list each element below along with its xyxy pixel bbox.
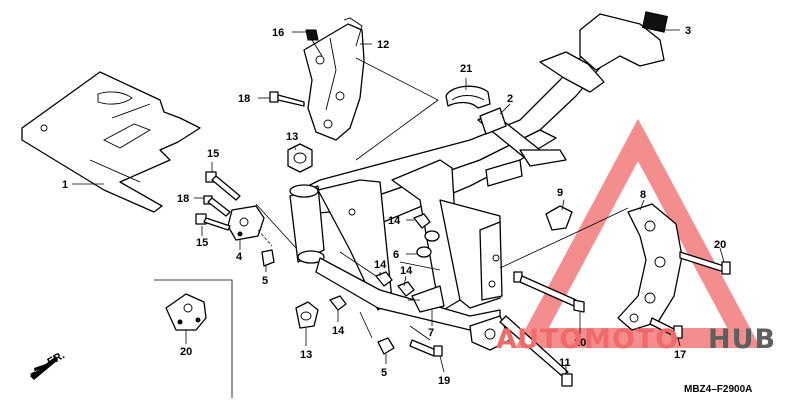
- bolt-19: [679, 251, 731, 275]
- watermark-triangle: [515, 118, 761, 348]
- callout-14-c: 14: [400, 265, 413, 277]
- watermark-hub: HUB: [708, 324, 776, 355]
- callout-6: 6: [393, 249, 399, 261]
- callout-10: 9: [557, 187, 563, 199]
- callout-11: 10: [574, 337, 586, 349]
- bolt-18-lower: [409, 339, 443, 357]
- watermark-text: AUTO MOTO HUB: [496, 324, 776, 355]
- clamp-21: [445, 85, 491, 109]
- bolt-15-upper: [205, 171, 241, 201]
- callout-7: 7: [428, 327, 434, 339]
- callout-8: 12: [377, 39, 389, 51]
- callout-14-b: 14: [374, 259, 387, 271]
- inset-box-border: [154, 279, 233, 398]
- callout-5-left: 5: [262, 275, 268, 287]
- assembly-dashes: [255, 57, 629, 341]
- nut-5-lower: [377, 337, 395, 355]
- nut-5-left: [261, 249, 275, 267]
- watermark-moto: MOTO: [584, 324, 679, 355]
- callout-13-upper: 13: [286, 131, 298, 143]
- callout-17: 18: [238, 93, 250, 105]
- bolt-17: [269, 91, 305, 107]
- callout-leaders: [72, 29, 725, 374]
- nut-14-c: [397, 281, 415, 297]
- callout-13-lower: 13: [300, 349, 312, 361]
- bracket-4: [227, 205, 265, 241]
- callout-16-top: 16: [272, 27, 284, 39]
- callout-5-lower: 5: [381, 367, 387, 379]
- bolt-18-left: [203, 195, 231, 217]
- direction-label: FR.: [46, 349, 67, 368]
- callout-18-lower: 19: [438, 375, 450, 387]
- nut-14-d: [413, 213, 431, 229]
- bolt-15-lower: [195, 213, 231, 231]
- bracket-20: [165, 293, 207, 331]
- bracket-9: [617, 203, 683, 331]
- callout-14-a: 14: [388, 215, 401, 227]
- callout-1: 1: [62, 179, 68, 191]
- callout-20: 20: [180, 346, 192, 358]
- callout-14-d: 14: [332, 325, 345, 337]
- bolt-12: [499, 315, 573, 387]
- part-1-undercover: [21, 71, 201, 213]
- bush-13-upper: [287, 143, 313, 173]
- nut-14-b: [329, 295, 347, 311]
- front-direction-arrow: FR.: [30, 349, 67, 380]
- callout-9: 8: [640, 189, 646, 201]
- callout-2: 2: [507, 93, 513, 105]
- bolt-11: [513, 271, 585, 313]
- collar-6: [416, 230, 440, 258]
- callout-labels: 16 12 3 21 18 2 13 15 1 18 15 4 5 14 6 1…: [62, 25, 726, 387]
- callout-19: 20: [714, 239, 726, 251]
- callout-16-lower: 17: [674, 349, 686, 361]
- callout-15-lower: 15: [196, 237, 208, 249]
- callout-4: 4: [236, 251, 243, 263]
- clamp-10: [545, 205, 573, 231]
- part-8-bracket: [303, 17, 365, 141]
- callout-3: 3: [685, 25, 691, 37]
- callout-21: 21: [460, 63, 472, 75]
- bush-13-lower: [295, 301, 319, 329]
- diagram-code: MBZ4–F2900A: [684, 384, 752, 395]
- callout-12: 11: [559, 357, 571, 369]
- watermark-auto: AUTO: [496, 324, 583, 355]
- main-frame: [289, 11, 669, 351]
- callout-18-left: 18: [177, 193, 189, 205]
- callout-15-upper: 15: [207, 148, 219, 160]
